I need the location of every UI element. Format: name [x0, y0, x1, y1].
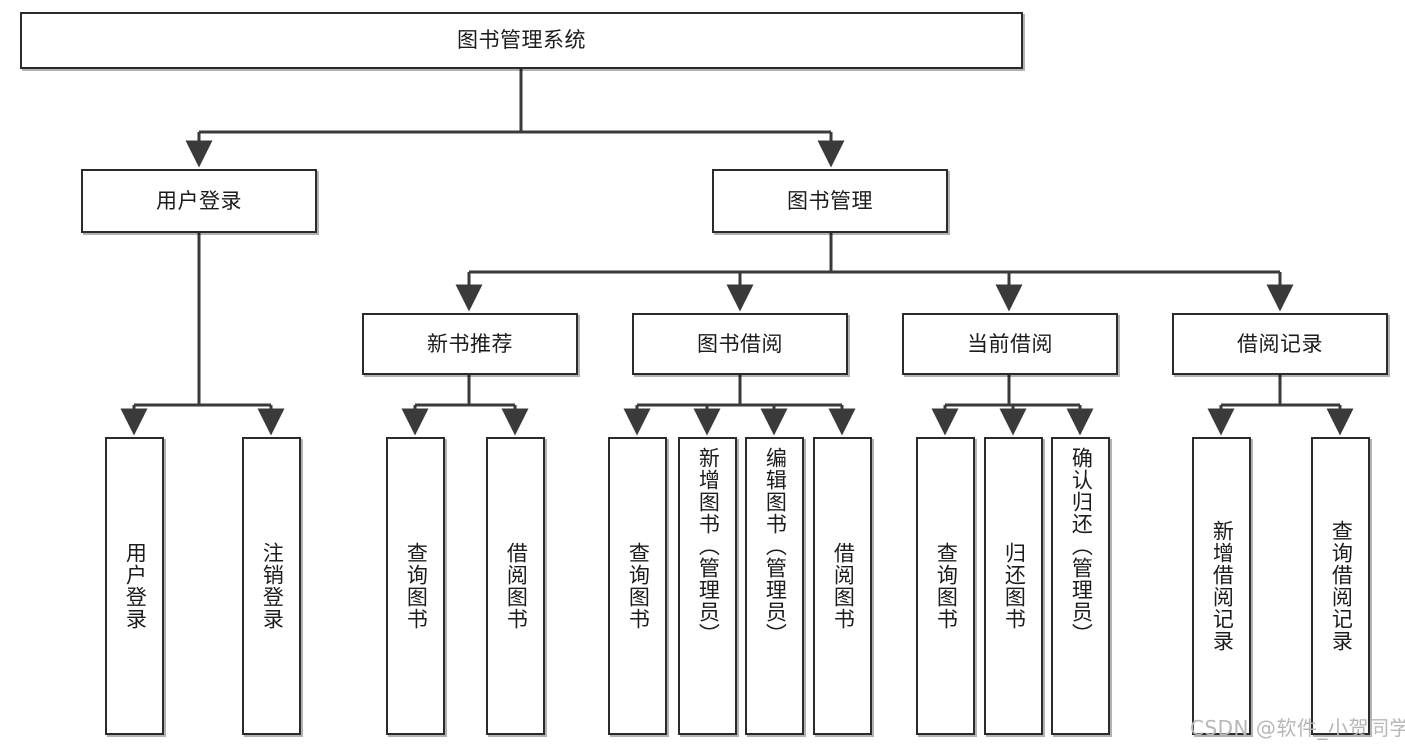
node-leaf-query-book-borrow[interactable]: 查询图书	[608, 437, 667, 735]
node-leaf-edit-book-admin[interactable]: 编辑图书（管理员）	[745, 437, 804, 735]
node-current-borrow-label: 当前借阅	[967, 331, 1053, 356]
node-leaf-return-book-label: 归还图书	[1002, 542, 1027, 630]
node-book-management[interactable]: 图书管理	[712, 169, 948, 233]
node-book-borrow[interactable]: 图书借阅	[632, 313, 848, 375]
node-leaf-logout[interactable]: 注销登录	[242, 437, 301, 735]
node-user-login-label: 用户登录	[156, 188, 242, 213]
node-leaf-add-book-admin-label: 新增图书（管理员）	[696, 447, 721, 645]
node-leaf-borrow-book[interactable]: 借阅图书	[813, 437, 872, 735]
node-leaf-borrow-book-new-label: 借阅图书	[504, 542, 529, 630]
node-leaf-query-book-borrow-label: 查询图书	[626, 542, 651, 630]
node-book-borrow-label: 图书借阅	[697, 331, 783, 356]
node-leaf-query-borrow-record[interactable]: 查询借阅记录	[1311, 437, 1370, 735]
node-new-book-recommend[interactable]: 新书推荐	[362, 313, 578, 375]
node-leaf-borrow-book-new[interactable]: 借阅图书	[486, 437, 545, 735]
node-leaf-add-book-admin[interactable]: 新增图书（管理员）	[678, 437, 737, 735]
node-borrow-records[interactable]: 借阅记录	[1172, 313, 1388, 375]
node-leaf-query-book-current[interactable]: 查询图书	[916, 437, 975, 735]
node-leaf-user-login[interactable]: 用户登录	[105, 437, 164, 735]
node-leaf-query-borrow-record-label: 查询借阅记录	[1329, 520, 1354, 652]
node-leaf-borrow-book-label: 借阅图书	[831, 542, 856, 630]
node-borrow-records-label: 借阅记录	[1237, 331, 1323, 356]
node-leaf-logout-label: 注销登录	[260, 542, 285, 630]
node-book-management-label: 图书管理	[787, 188, 873, 213]
node-leaf-add-borrow-record[interactable]: 新增借阅记录	[1192, 437, 1251, 735]
node-new-book-recommend-label: 新书推荐	[427, 331, 513, 356]
watermark-text: CSDN @软件_小贺同学	[1190, 716, 1405, 740]
node-leaf-user-login-label: 用户登录	[123, 542, 148, 630]
node-user-login[interactable]: 用户登录	[81, 169, 317, 233]
node-leaf-return-book[interactable]: 归还图书	[984, 437, 1043, 735]
node-leaf-confirm-return-admin-label: 确认归还（管理员）	[1069, 447, 1094, 645]
node-leaf-add-borrow-record-label: 新增借阅记录	[1210, 520, 1235, 652]
node-root-system[interactable]: 图书管理系统	[20, 12, 1023, 69]
node-root-system-label: 图书管理系统	[457, 28, 586, 53]
node-leaf-query-book-new-label: 查询图书	[404, 542, 429, 630]
node-leaf-edit-book-admin-label: 编辑图书（管理员）	[763, 447, 788, 645]
node-current-borrow[interactable]: 当前借阅	[902, 313, 1118, 375]
node-leaf-query-book-new[interactable]: 查询图书	[386, 437, 445, 735]
node-leaf-confirm-return-admin[interactable]: 确认归还（管理员）	[1051, 437, 1110, 735]
node-leaf-query-book-current-label: 查询图书	[934, 542, 959, 630]
